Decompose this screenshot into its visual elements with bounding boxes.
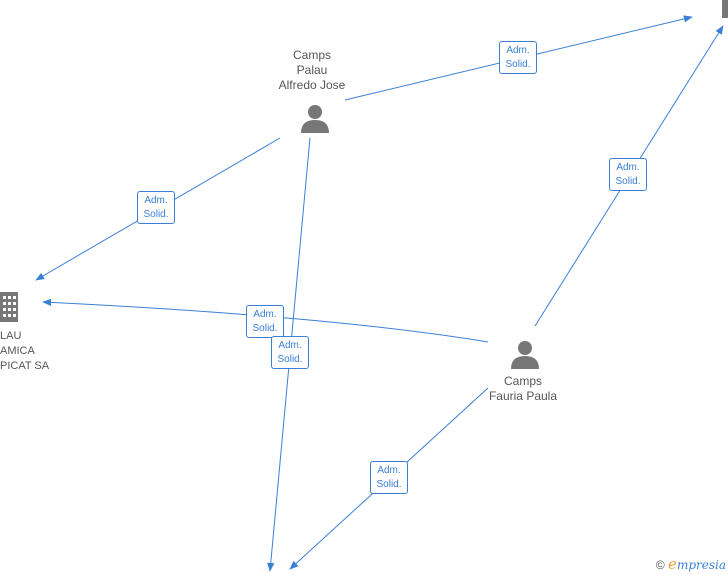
edge-label-line: Adm.: [253, 309, 277, 320]
person-label-camps-palau[interactable]: Camps Palau Alfredo Jose: [262, 48, 362, 93]
company-label-line: LAU: [0, 330, 22, 342]
edge-label-line: Solid.: [277, 354, 303, 365]
brand-initial: e: [668, 555, 677, 573]
edge-label-adm-solid[interactable]: Adm. Solid.: [271, 336, 309, 369]
person-label-line: Alfredo Jose: [278, 78, 346, 92]
empresia-watermark: © empresia: [656, 555, 726, 573]
copyright-symbol: ©: [655, 558, 665, 572]
edge-label-adm-solid[interactable]: Adm. Solid.: [370, 461, 408, 494]
edge-label-line: Adm.: [377, 465, 401, 476]
brand-name: mpresia: [676, 558, 726, 572]
brand-logo: empresia: [668, 555, 726, 573]
edge-fauria-to-left-company: [42, 298, 489, 343]
edge-label-line: Solid.: [252, 323, 278, 334]
person-label-line: Camps: [292, 48, 331, 62]
edge-label-line: Adm.: [616, 162, 640, 173]
edge-label-line: Adm.: [144, 195, 168, 206]
person-icon-camps-palau[interactable]: [300, 103, 330, 133]
company-building-icon-topright[interactable]: [722, 0, 728, 18]
edge-label-line: Solid.: [615, 176, 641, 187]
company-label-line: AMICA: [0, 345, 35, 357]
person-label-line: Camps: [503, 374, 542, 388]
edge-label-line: Solid.: [505, 59, 531, 70]
edge-label-line: Solid.: [143, 209, 169, 220]
person-label-line: Fauria Paula: [488, 389, 558, 403]
company-label-line: PICAT SA: [0, 360, 50, 372]
person-label-camps-fauria[interactable]: Camps Fauria Paula: [473, 374, 573, 404]
edge-label-adm-solid[interactable]: Adm. Solid.: [137, 191, 175, 224]
edge-label-adm-solid[interactable]: Adm. Solid.: [499, 41, 537, 74]
company-building-icon-left[interactable]: [0, 290, 20, 322]
edge-label-line: Adm.: [278, 340, 302, 351]
edge-label-adm-solid[interactable]: Adm. Solid.: [609, 158, 647, 191]
edge-label-line: Solid.: [376, 479, 402, 490]
edge-label-adm-solid[interactable]: Adm. Solid.: [246, 305, 284, 338]
edge-label-line: Adm.: [506, 45, 530, 56]
company-label-left[interactable]: LAU AMICA PICAT SA: [0, 329, 49, 374]
person-label-line: Palau: [296, 63, 328, 77]
person-icon-camps-fauria[interactable]: [510, 339, 540, 369]
